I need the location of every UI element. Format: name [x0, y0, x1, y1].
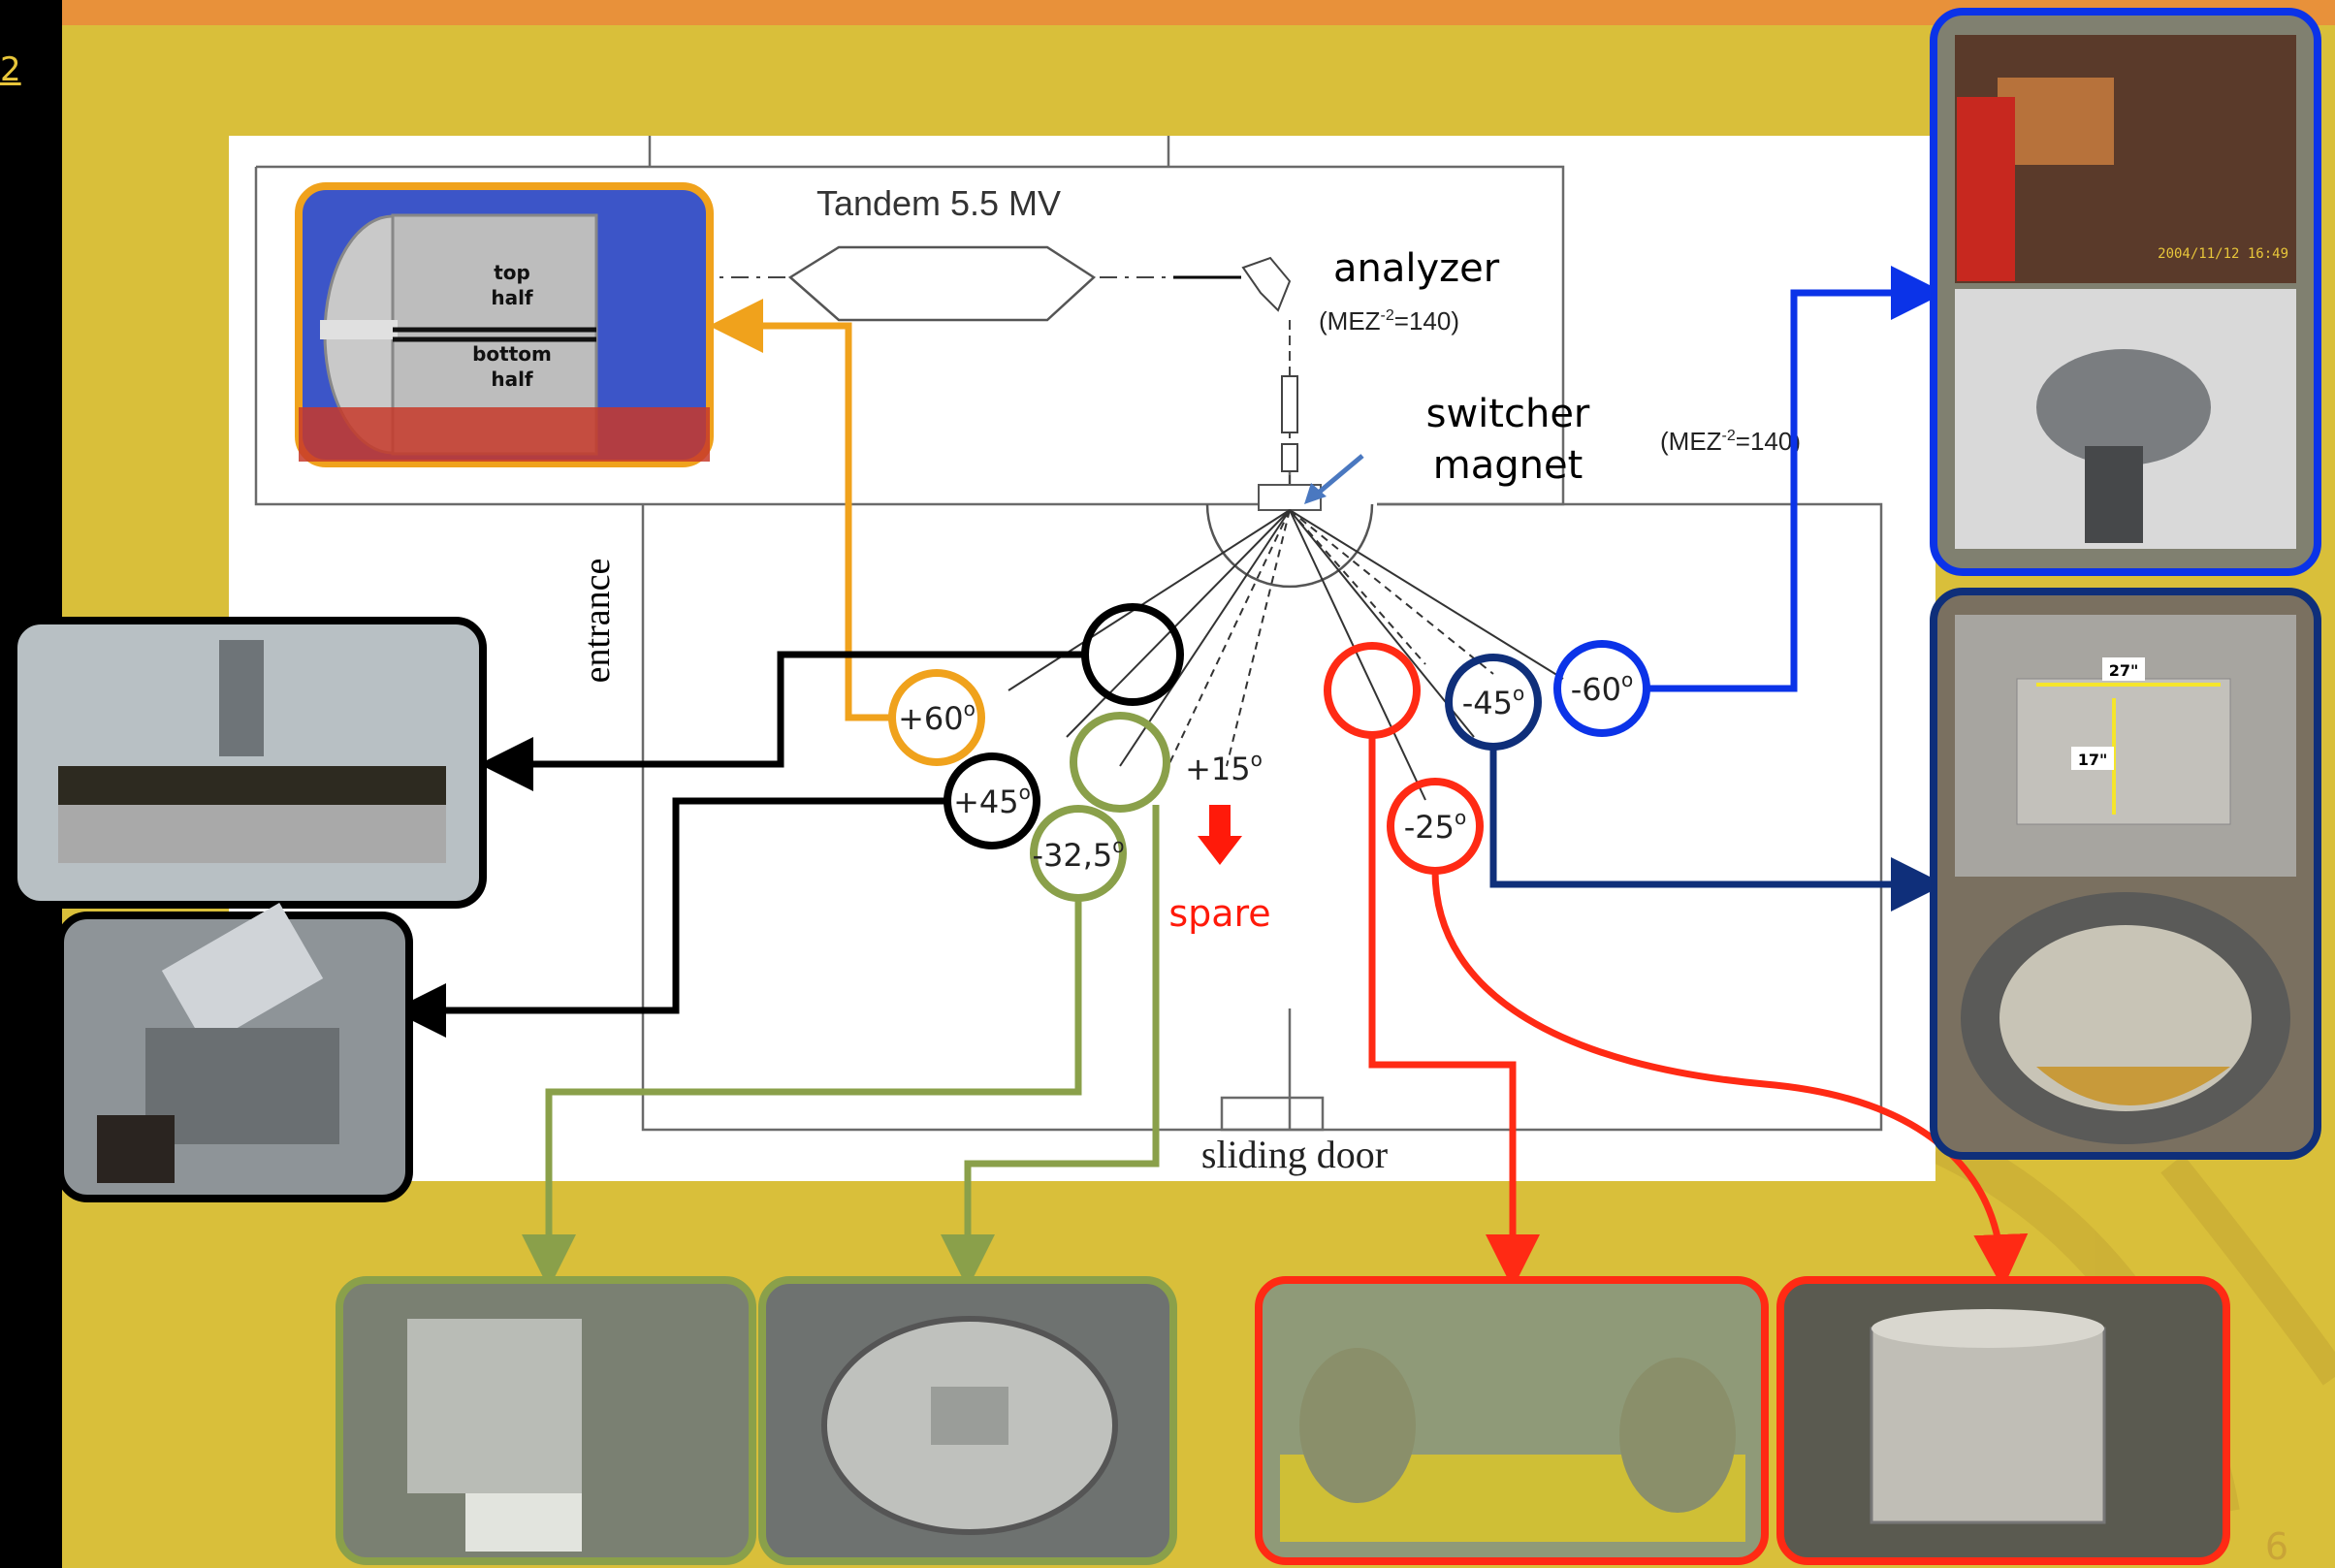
mez-prefix-2: (MEZ — [1660, 427, 1722, 456]
port-45neg-sign: -45 — [1462, 685, 1513, 721]
analyzer-label: analyzer — [1333, 246, 1500, 291]
switcher-label-line2: magnet — [1433, 443, 1583, 488]
photo-red-left — [1259, 1280, 1765, 1561]
port-45pos-deg: o — [1019, 781, 1031, 804]
mez-superscript: -2 — [1381, 307, 1394, 324]
photo-chamber-halves: top half bottom half — [299, 186, 710, 464]
chamber-top-half-label: half — [491, 286, 533, 309]
photo-beamline — [14, 621, 483, 905]
chamber-bottom-half-label: half — [491, 368, 533, 391]
mez-superscript-2: -2 — [1722, 428, 1736, 444]
port-60neg-sign: -60 — [1571, 671, 1621, 708]
tandem-label: Tandem 5.5 MV — [816, 183, 1061, 223]
photo-red-right — [1780, 1280, 2226, 1561]
photo-blue-panel: 2004/11/12 16:49 — [1934, 12, 2318, 572]
port-60neg-deg: o — [1621, 668, 1633, 691]
photo-detector-stand — [60, 903, 409, 1199]
photo-green-left — [339, 1280, 752, 1561]
mez-prefix: (MEZ — [1319, 306, 1381, 336]
chamber-top-label: top — [494, 261, 530, 284]
port-25-deg: o — [1455, 806, 1466, 829]
spare-label: spare — [1168, 892, 1270, 935]
port-32-5-sign: -32,5 — [1032, 837, 1112, 874]
photo-green-right — [762, 1280, 1173, 1561]
chamber-bottom-label: bottom — [472, 342, 552, 366]
port-32-5-deg: o — [1112, 834, 1124, 857]
dim-27-label: 27" — [2109, 661, 2139, 680]
port-15pos-sign: +15 — [1185, 751, 1251, 787]
port-25-sign: -25 — [1404, 809, 1455, 846]
mez-value: =140) — [1394, 306, 1459, 336]
page-number: 6 — [2265, 1525, 2288, 1568]
sliding-door-label: sliding door — [1201, 1133, 1388, 1176]
photo-timestamp: 2004/11/12 16:49 — [2158, 246, 2288, 262]
entrance-label: entrance — [577, 559, 618, 684]
switcher-label-line1: switcher — [1426, 392, 1590, 436]
port-60pos-deg: o — [964, 697, 976, 720]
photo-navy-panel: 27" 17" — [1934, 592, 2318, 1156]
dim-17-label: 17" — [2078, 751, 2108, 769]
port-45pos-sign: +45 — [953, 784, 1019, 820]
port-15pos-deg: o — [1251, 748, 1263, 771]
port-45neg-deg: o — [1513, 682, 1524, 705]
port-60pos-sign: +60 — [898, 700, 964, 737]
port-label-32-5: -32,5o — [1032, 834, 1124, 874]
